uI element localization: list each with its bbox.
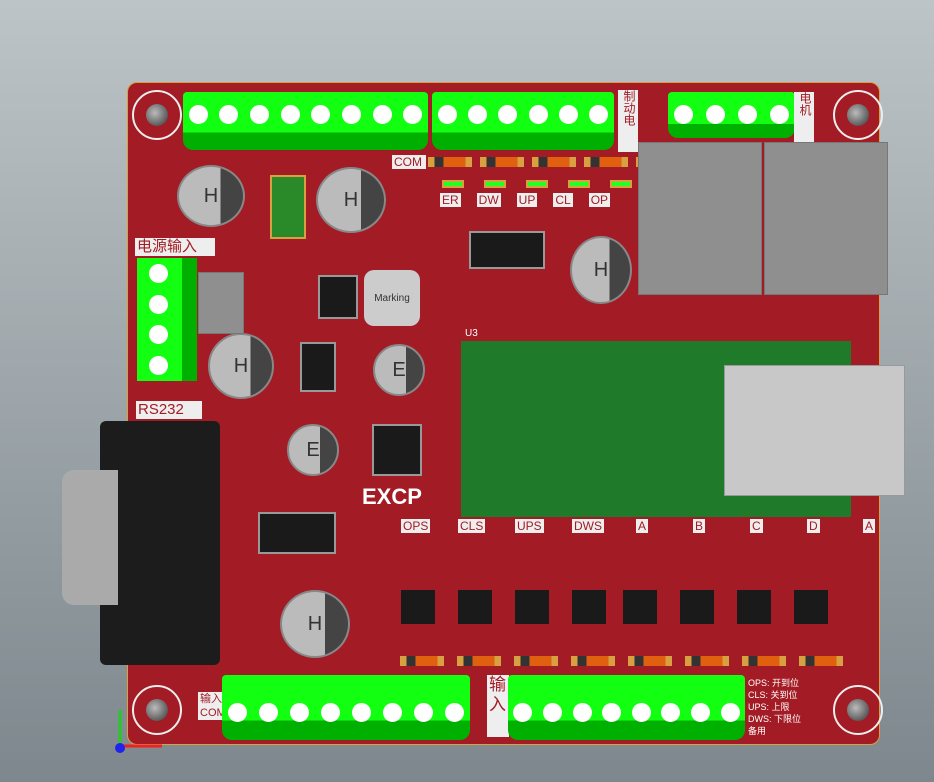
ic-chip: [318, 275, 358, 319]
led-label-dw: DW: [476, 193, 501, 207]
legend: OPS: 开到位 CLS: 关到位 UPS: 上限 DWS: 下限位 备用: [748, 678, 801, 736]
motor-label: 电机: [794, 92, 814, 142]
capacitor: E: [287, 424, 339, 476]
mount-hole: [833, 685, 883, 735]
relay-1: [638, 142, 762, 295]
terminal-block-top-2: [432, 92, 614, 150]
channel-labels: OPS CLS UPS DWS A: [401, 517, 876, 624]
input-com-label: 输入COM: [198, 692, 226, 720]
z-axis-icon: [115, 743, 125, 753]
mount-hole: [132, 90, 182, 140]
ic-chip: [300, 342, 336, 392]
led-label-up: UP: [516, 193, 538, 207]
mount-hole: [833, 90, 883, 140]
inductor: Marking: [364, 270, 420, 326]
fuse: [270, 175, 306, 239]
power-terminal: [137, 258, 197, 381]
channel-labels-2: A B C D: [623, 517, 864, 624]
channel-dws: DWS: [572, 517, 629, 624]
led-row: [442, 180, 632, 188]
terminal-block-top-3: [668, 92, 795, 138]
usb-port: [724, 365, 905, 496]
terminal-block-bottom-1: [222, 675, 470, 740]
input-label: 输入: [487, 675, 509, 737]
mount-hole: [132, 685, 182, 735]
excp-logo: EXCP: [362, 484, 422, 509]
regulator: [372, 424, 422, 476]
led-label-cl: CL: [553, 193, 573, 207]
com-label: COM: [392, 155, 426, 169]
channel-cls: CLS: [458, 517, 515, 624]
led-label-op: OP: [588, 193, 611, 207]
terminal-block-top-1: [183, 92, 428, 150]
capacitor: H: [208, 333, 274, 399]
rs232-label: RS232: [136, 401, 202, 419]
capacitor: H: [280, 590, 350, 658]
channel-ups: UPS: [515, 517, 572, 624]
axis-gizmo: [115, 710, 162, 753]
brake-label: 制动电: [618, 90, 638, 152]
power-input-label: 电源输入: [135, 238, 215, 256]
capacitor: H: [316, 167, 386, 233]
inductor-gray: [198, 272, 244, 334]
ic-chip: [469, 231, 545, 269]
top-led-labels: ER DW UP CL OP: [440, 193, 611, 207]
ic-chip: [258, 512, 336, 554]
relay-2: [764, 142, 888, 295]
channel-a: A: [863, 519, 876, 533]
led-label-er: ER: [440, 193, 461, 207]
channel-ops: OPS: [401, 517, 458, 624]
db9-shell: [62, 470, 118, 605]
bottom-diode-row: [400, 656, 843, 666]
terminal-block-bottom-2: [508, 675, 745, 740]
capacitor: H: [177, 165, 245, 227]
capacitor: H: [570, 236, 632, 304]
capacitor: E: [373, 344, 425, 396]
module-label: U3: [465, 328, 478, 339]
db9-connector: [100, 421, 220, 665]
